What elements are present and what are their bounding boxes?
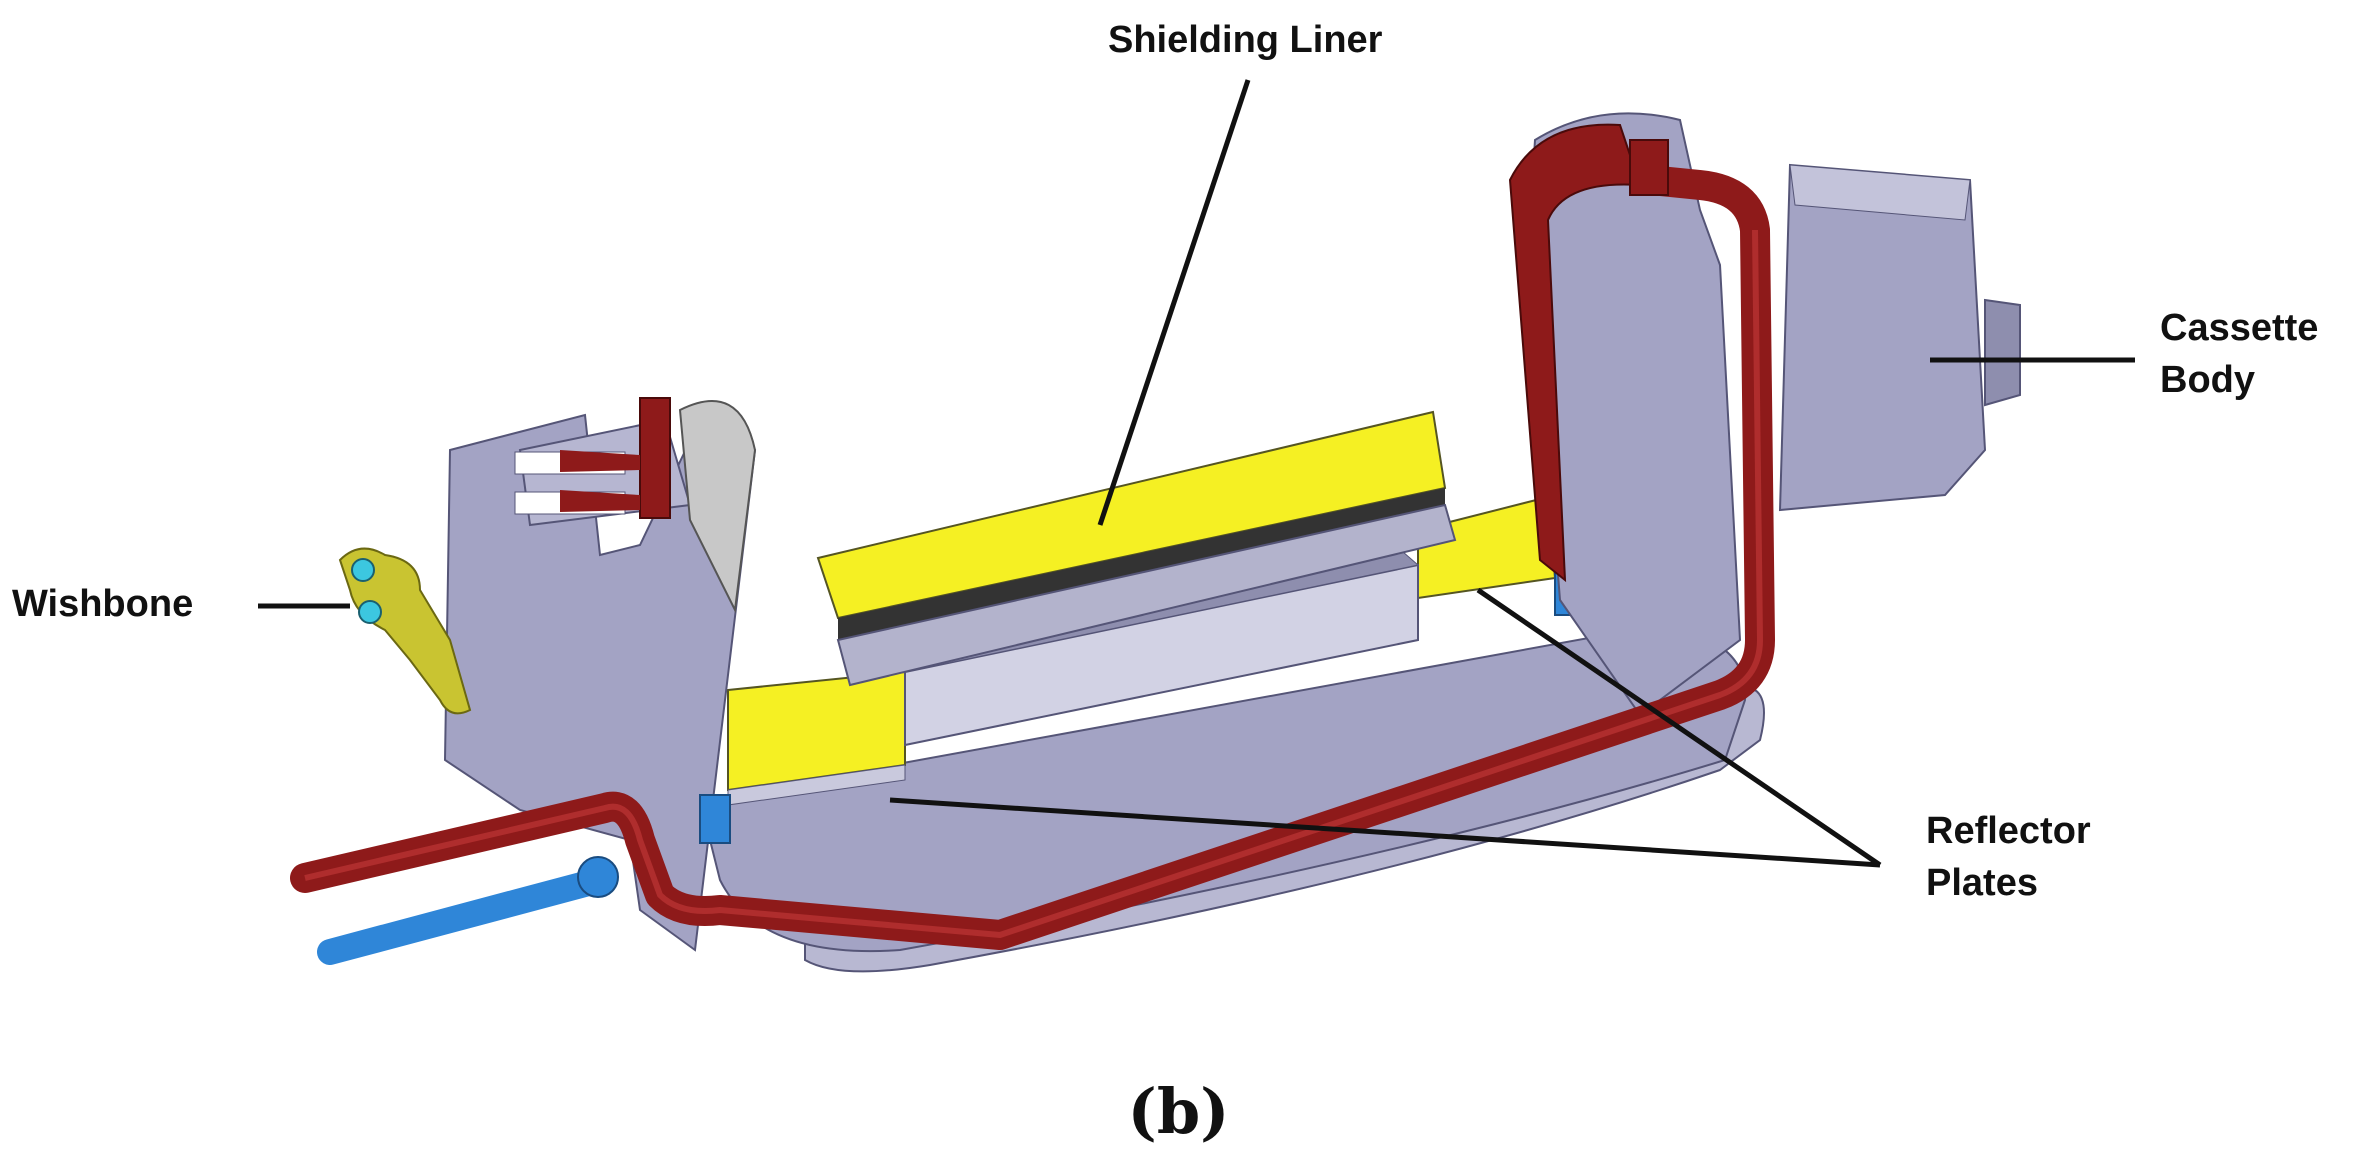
right-wall	[1508, 112, 1742, 717]
cassette-body	[1778, 163, 2021, 512]
figure-caption: (b)	[1127, 1075, 1230, 1148]
coolant-pipe-blue	[317, 867, 613, 965]
leader-shielding-liner	[1097, 79, 1251, 526]
shielding-liner	[816, 410, 1457, 687]
label-reflector-plates: Reflector Plates	[1926, 810, 2091, 904]
leader-lines	[258, 79, 2135, 868]
blue-clip-left	[699, 794, 731, 844]
label-wishbone: Wishbone	[12, 583, 194, 625]
leader-reflector-right	[1476, 587, 1882, 868]
label-shielding-liner: Shielding Liner	[1108, 19, 1383, 61]
label-cassette-body: Cassette Body	[2160, 307, 2319, 401]
left-wall	[443, 397, 757, 952]
leader-reflector-left	[889, 797, 1881, 868]
wishbone-part	[338, 547, 472, 715]
